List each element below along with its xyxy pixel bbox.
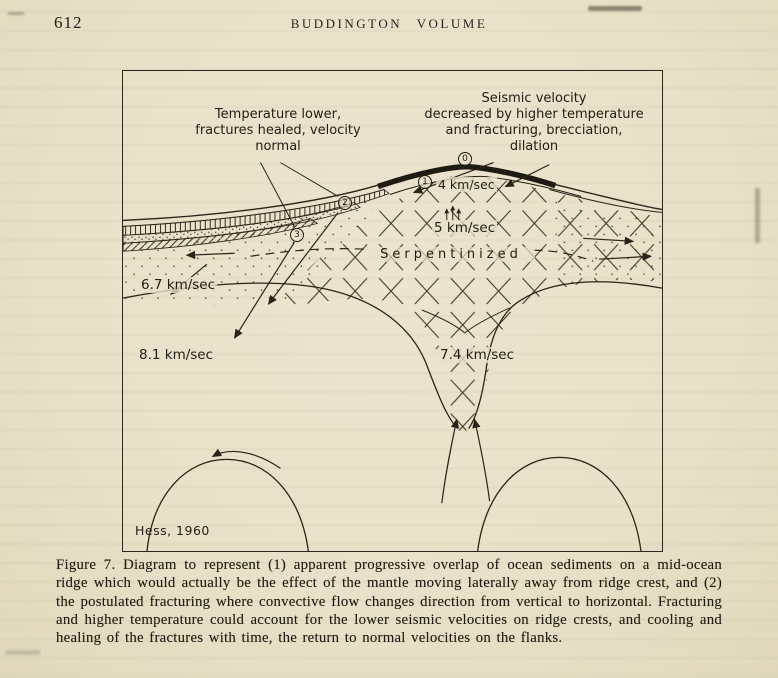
annotation-line: decreased by higher temperature xyxy=(424,106,644,122)
velocity-label-center-mantle: 7.4 km/sec xyxy=(438,347,517,363)
scan-artifact xyxy=(8,12,24,15)
scan-artifact xyxy=(588,6,642,11)
annotation-temperature-lower: Temperature lower, fractures healed, vel… xyxy=(167,107,389,155)
circled-marker-2: 2 xyxy=(338,196,352,210)
annotation-leader-lines xyxy=(260,162,465,227)
flow-arrows xyxy=(170,162,653,504)
fractured-serpentinite-hatching xyxy=(123,170,662,431)
annotation-line: normal xyxy=(255,138,301,154)
annotation-line: and fracturing, brecciation, xyxy=(445,122,623,138)
scan-artifact xyxy=(6,650,40,655)
figure-credit: Hess, 1960 xyxy=(135,523,210,538)
circled-marker-1: 1 xyxy=(418,175,432,189)
page-number: 612 xyxy=(54,13,83,32)
velocity-label-left-flank-mantle: 8.1 km/sec xyxy=(137,347,216,363)
velocity-label-left-flank-crust: 6.7 km/sec xyxy=(139,277,218,293)
circled-marker-3: 3 xyxy=(290,228,304,242)
serpentinized-zone-label: Serpentinized xyxy=(367,247,535,262)
velocity-label-crest-lower: 5 km/sec xyxy=(432,220,498,236)
annotation-line: dilation xyxy=(509,138,559,154)
annotation-seismic-velocity-decreased: Seismic velocity decreased by higher tem… xyxy=(413,91,655,154)
annotation-line: fractures healed, velocity xyxy=(195,122,361,138)
annotation-line: Temperature lower, xyxy=(214,107,342,122)
serpentinized-boundary-dashes xyxy=(250,248,594,262)
dilation-arrows-icon xyxy=(444,205,462,222)
sediment-layers xyxy=(123,189,390,252)
figure7-diagram: Temperature lower, fractures healed, vel… xyxy=(122,70,663,552)
circled-marker-0: 0 xyxy=(458,152,472,166)
scan-artifact xyxy=(755,188,760,243)
convection-cell-arches xyxy=(146,456,642,551)
annotation-line: Seismic velocity xyxy=(481,91,587,106)
running-head-title: BUDDINGTON VOLUME xyxy=(290,16,488,31)
figure-caption: Figure 7. Diagram to represent (1) appar… xyxy=(56,557,722,647)
velocity-label-crest-upper: 4 km/sec xyxy=(436,177,497,192)
